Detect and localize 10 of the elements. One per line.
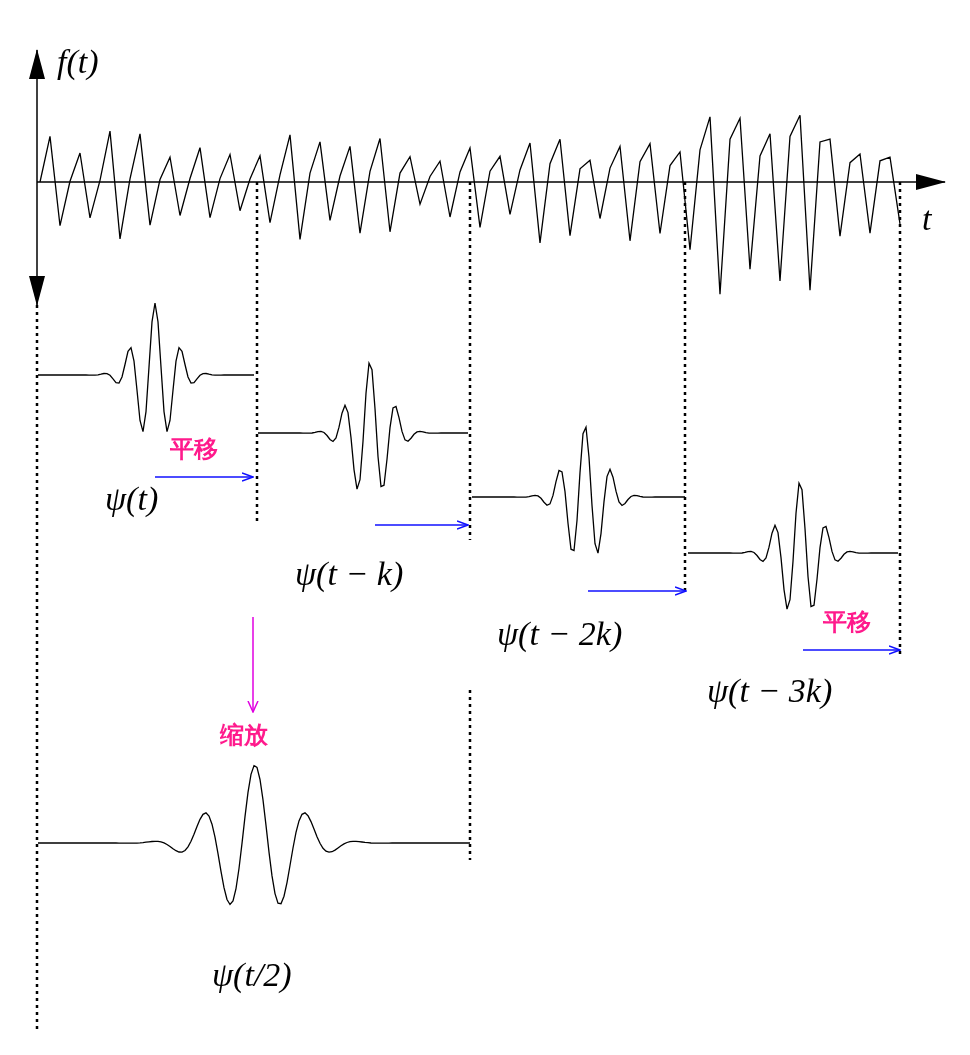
axis-label: t <box>922 202 932 236</box>
annotation-label: 缩放 <box>220 723 268 747</box>
formula-label: ψ(t) <box>105 482 159 516</box>
formula-label: ψ(t − k) <box>295 557 404 591</box>
formula-label: ψ(t − 2k) <box>497 617 623 651</box>
formula-label: ψ(t/2) <box>212 958 292 992</box>
annotation-label: 平移 <box>823 610 871 634</box>
formula-label: ψ(t − 3k) <box>707 674 833 708</box>
annotation-label: 平移 <box>170 437 218 461</box>
axis-label: f(t) <box>57 45 99 79</box>
